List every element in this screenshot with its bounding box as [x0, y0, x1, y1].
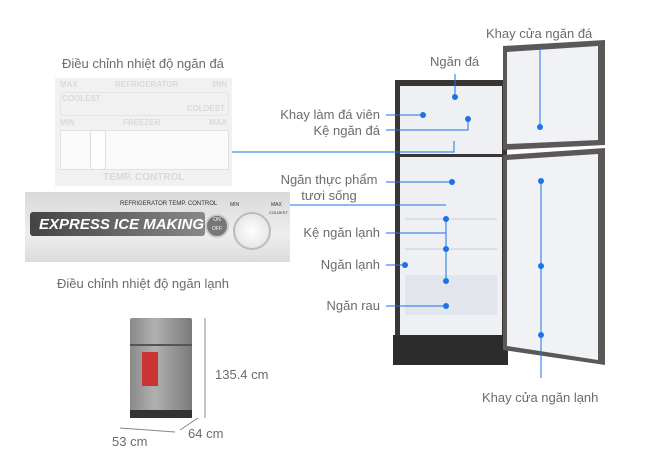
width-line — [119, 427, 176, 433]
freezer-compartment — [400, 86, 502, 154]
panel-text: COOLEST — [62, 94, 101, 103]
panel-title: REFRIGERATOR TEMP. CONTROL — [120, 201, 218, 207]
height-dimension: 135.4 cm — [215, 367, 269, 382]
depth-dimension: 64 cm — [188, 426, 224, 441]
dial-min: MIN — [230, 202, 240, 208]
dial-max: MAX — [271, 202, 282, 208]
vegetable-drawer — [405, 275, 497, 315]
label-freezer: Ngăn đá — [430, 54, 480, 69]
small-fridge-image — [130, 318, 192, 418]
panel-text: FREEZER — [123, 118, 161, 127]
label-fridge-shelf: Kệ ngăn lạnh — [303, 225, 380, 240]
dial-coldest: COLDEST — [269, 210, 288, 215]
panel-text: MAX — [60, 80, 78, 89]
panel-text: MIN — [60, 118, 75, 127]
label-fresh-food-line1: Ngăn thực phẩm — [280, 172, 378, 187]
label-freezer-shelf: Kệ ngăn đá — [313, 123, 380, 138]
depth-line — [179, 417, 199, 431]
freezer-control-panel: MAX REFRIGERATOR MIN COOLEST COLDEST MIN… — [55, 78, 232, 186]
fridge-base — [393, 335, 508, 365]
panel-text: REFRIGERATOR — [115, 80, 179, 89]
label-freezer-door-tray: Khay cửa ngăn đá — [486, 26, 593, 41]
panel-text: MIN — [212, 80, 227, 89]
freezer-slider-knob[interactable] — [90, 130, 106, 170]
panel-text: COLDEST — [186, 104, 225, 113]
label-fridge: Ngăn lạnh — [320, 257, 380, 272]
on-text: ON — [213, 217, 221, 223]
width-dimension: 53 cm — [112, 434, 148, 449]
off-text: OFF — [212, 226, 222, 232]
on-off-button[interactable]: ON OFF — [205, 214, 229, 238]
label-vegetable: Ngăn rau — [326, 298, 380, 313]
panel-text: MAX — [209, 118, 227, 127]
temperature-dial[interactable] — [233, 212, 271, 250]
express-ice-making-label: EXPRESS ICE MAKING — [39, 216, 205, 233]
label-fridge-door-tray: Khay cửa ngăn lạnh — [482, 390, 599, 405]
panel-text: TEMP. CONTROL — [103, 172, 185, 183]
fridge-control-label: Điều chỉnh nhiệt độ ngăn lạnh — [57, 276, 230, 291]
label-fresh-food-line2: tươi sống — [301, 188, 357, 203]
label-ice-tray: Khay làm đá viên — [280, 107, 380, 122]
fridge-control-panel: REFRIGERATOR TEMP. CONTROL EXPRESS ICE M… — [25, 192, 290, 262]
freezer-control-label: Điều chỉnh nhiệt độ ngăn đá — [62, 56, 224, 71]
